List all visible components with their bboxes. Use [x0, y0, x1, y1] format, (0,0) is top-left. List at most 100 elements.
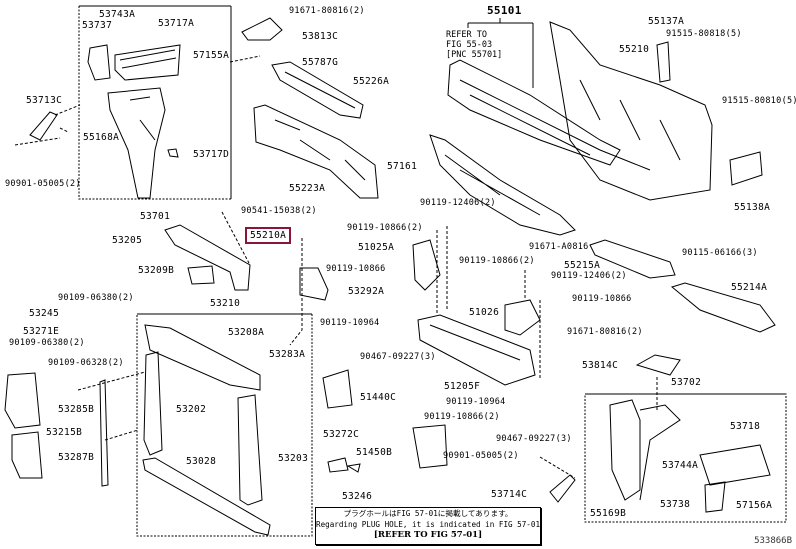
callout-53714C[interactable]: 53714C — [491, 489, 528, 500]
part-55168A — [107, 87, 166, 199]
callout-55101[interactable]: 55101 — [487, 4, 522, 17]
part-53208A — [144, 324, 261, 391]
callout-91671-A0816[interactable]: 91671-A0816 — [529, 242, 589, 252]
part-53202 — [143, 351, 163, 456]
part-53714C — [549, 474, 576, 503]
callout-57156A[interactable]: 57156A — [736, 500, 773, 511]
callout-90119-10866-c[interactable]: 90119-10866(2) — [459, 256, 535, 266]
callout-91515-80810[interactable]: 91515-80810(5) — [722, 96, 796, 106]
plug-hole-note: プラグホールはFIG 57-01に掲載してあります。 Regarding PLU… — [315, 507, 541, 545]
callout-53813C[interactable]: 53813C — [302, 31, 339, 42]
part-55787G — [271, 61, 364, 119]
callout-53738[interactable]: 53738 — [660, 499, 691, 510]
callout-53202[interactable]: 53202 — [176, 404, 207, 415]
callout-90541-15038[interactable]: 90541-15038(2) — [241, 206, 317, 216]
callout-55210[interactable]: 55210 — [619, 44, 650, 55]
callout-90119-10964-b[interactable]: 90119-10964 — [446, 397, 506, 407]
plug-hole-note-japanese: プラグホールはFIG 57-01に掲載してあります。 — [343, 509, 513, 518]
callout-55787G[interactable]: 55787G — [302, 57, 339, 68]
part-53203 — [237, 394, 263, 506]
leader-53714C — [539, 456, 576, 479]
callout-57161[interactable]: 57161 — [387, 161, 418, 172]
callout-53713C[interactable]: 53713C — [26, 95, 63, 106]
callout-90115-06166[interactable]: 90115-06166(3) — [682, 248, 758, 258]
part-53814C — [635, 354, 681, 376]
callout-53246[interactable]: 53246 — [342, 491, 373, 502]
plug-hole-note-refer[interactable]: [REFER TO FIG 57-01] — [373, 530, 483, 540]
callout-53287B[interactable]: 53287B — [58, 452, 95, 463]
callout-55226A[interactable]: 55226A — [353, 76, 390, 87]
part-53272C — [327, 457, 349, 473]
part-55138A — [729, 151, 763, 186]
callout-55168A[interactable]: 55168A — [83, 132, 120, 143]
callout-53271E[interactable]: 53271E — [23, 326, 60, 337]
callout-90119-10866-d[interactable]: 90119-10866 — [572, 294, 632, 304]
callout-55215A[interactable]: 55215A — [564, 260, 601, 271]
callout-53272C[interactable]: 53272C — [323, 429, 360, 440]
callout-90109-06380-b[interactable]: 90109-06380(2) — [9, 338, 85, 348]
callout-90901-05005-left[interactable]: 90901-05005(2) — [5, 179, 81, 189]
leader-90541 — [221, 211, 303, 346]
callout-53209B[interactable]: 53209B — [138, 265, 175, 276]
callout-53208A[interactable]: 53208A — [228, 327, 265, 338]
callout-55223A[interactable]: 55223A — [289, 183, 326, 194]
callout-90467-09227-a[interactable]: 90467-09227(3) — [360, 352, 436, 362]
callout-53210[interactable]: 53210 — [210, 298, 241, 309]
group-box-53210 — [136, 313, 313, 537]
callout-53285B[interactable]: 53285B — [58, 404, 95, 415]
callout-90119-10866-b[interactable]: 90119-10866 — [326, 264, 386, 274]
part-53813C — [241, 17, 283, 41]
callout-53744A[interactable]: 53744A — [662, 460, 699, 471]
part-53713C — [29, 111, 58, 141]
callout-53205[interactable]: 53205 — [112, 235, 143, 246]
callout-90119-12406-b[interactable]: 90119-12406(2) — [551, 271, 627, 281]
part-55223A — [253, 104, 379, 199]
callout-53203[interactable]: 53203 — [278, 453, 309, 464]
callout-53215B[interactable]: 53215B — [46, 427, 83, 438]
callout-53737[interactable]: 53737 — [82, 20, 113, 31]
callout-51205F[interactable]: 51205F — [444, 381, 481, 392]
part-51440C — [322, 369, 353, 409]
part-55214A — [670, 282, 776, 333]
callout-53743A[interactable]: 53743A — [99, 9, 136, 20]
callout-53814C[interactable]: 53814C — [582, 360, 619, 371]
part-57155A — [114, 44, 181, 81]
callout-53701[interactable]: 53701 — [140, 211, 171, 222]
callout-90901-05005-right[interactable]: 90901-05005(2) — [443, 451, 519, 461]
callout-53245[interactable]: 53245 — [29, 308, 60, 319]
callout-55138A[interactable]: 55138A — [734, 202, 771, 213]
callout-91515-80818[interactable]: 91515-80818(5) — [666, 29, 742, 39]
callout-53718[interactable]: 53718 — [730, 421, 761, 432]
part-55215A — [589, 239, 676, 279]
callout-53702[interactable]: 53702 — [671, 377, 702, 388]
callout-91671-80816-top[interactable]: 91671-80816(2) — [289, 6, 365, 16]
callout-51450B[interactable]: 51450B — [356, 447, 393, 458]
callout-55137A[interactable]: 55137A — [648, 16, 685, 27]
callout-53292A[interactable]: 53292A — [348, 286, 385, 297]
callout-53028[interactable]: 53028 — [186, 456, 217, 467]
callout-51025A[interactable]: 51025A — [358, 242, 395, 253]
part-57156A — [699, 444, 771, 486]
callout-53283A[interactable]: 53283A — [269, 349, 306, 360]
callout-51440C[interactable]: 51440C — [360, 392, 397, 403]
callout-91671-80816-right[interactable]: 91671-80816(2) — [567, 327, 643, 337]
callout-90467-09227-b[interactable]: 90467-09227(3) — [496, 434, 572, 444]
callout-51026[interactable]: 51026 — [469, 307, 500, 318]
callout-90109-06328[interactable]: 90109-06328(2) — [48, 358, 124, 368]
callout-55214A[interactable]: 55214A — [731, 282, 768, 293]
callout-90119-10964-a[interactable]: 90119-10964 — [320, 318, 380, 328]
callout-55210A-highlighted[interactable]: 55210A — [245, 227, 292, 244]
callout-53717A[interactable]: 53717A — [158, 18, 195, 29]
callout-90119-10866-e[interactable]: 90119-10866(2) — [424, 412, 500, 422]
callout-90119-12406-a[interactable]: 90119-12406(2) — [420, 198, 496, 208]
callout-90109-06380-a[interactable]: 90109-06380(2) — [58, 293, 134, 303]
plug-hole-note-english: Regarding PLUG HOLE, it is indicated in … — [316, 520, 540, 529]
part-53287B — [11, 431, 43, 479]
callout-55169B[interactable]: 55169B — [590, 508, 627, 519]
part-55101 — [447, 59, 621, 166]
callout-90119-10866-a[interactable]: 90119-10866(2) — [347, 223, 423, 233]
group-box-55101 — [467, 18, 534, 88]
callout-57155A[interactable]: 57155A — [193, 50, 230, 61]
callout-53717D[interactable]: 53717D — [193, 149, 230, 160]
part-51205F — [417, 314, 536, 386]
